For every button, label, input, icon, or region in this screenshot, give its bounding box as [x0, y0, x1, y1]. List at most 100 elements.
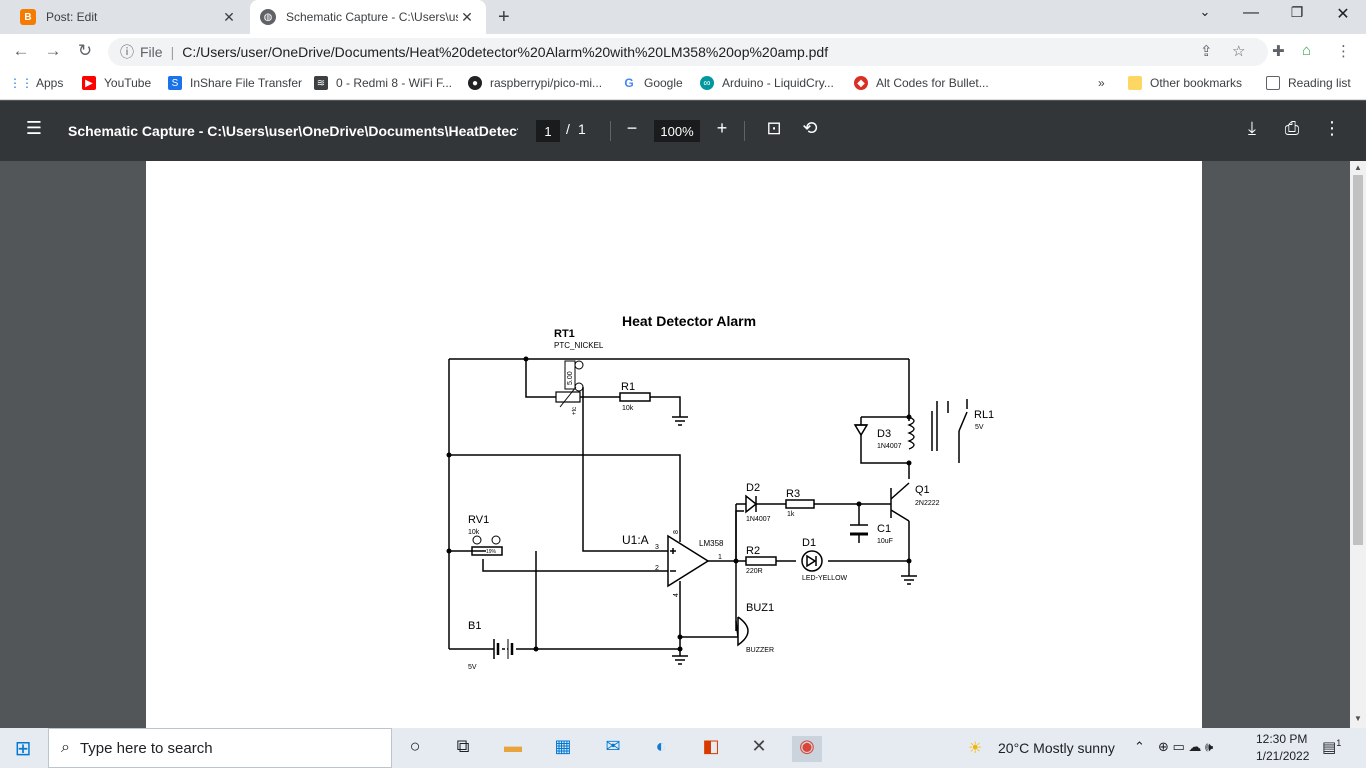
- pdf-toolbar: ☰ Schematic Capture - C:\Users\user\OneD…: [0, 101, 1366, 161]
- app-icon[interactable]: ✕: [751, 736, 767, 756]
- download-icon[interactable]: ⤓: [1248, 118, 1256, 138]
- bookmark-alt-codes[interactable]: ◆ Alt Codes for Bullet...: [854, 76, 989, 90]
- d1-value: LED-YELLOW: [802, 575, 848, 582]
- github-icon: ●: [468, 76, 482, 90]
- pdf-title: Schematic Capture - C:\Users\user\OneDri…: [68, 123, 518, 139]
- bookmark-label: Arduino - LiquidCry...: [722, 76, 834, 90]
- tab-search-icon[interactable]: ⌄: [1199, 4, 1211, 19]
- share-icon[interactable]: ⇪: [1200, 43, 1213, 60]
- close-tab-icon[interactable]: ✕: [461, 8, 473, 25]
- b1-value: 5V: [468, 664, 477, 671]
- bookmark-github-pico[interactable]: ● raspberrypi/pico-mi...: [468, 76, 602, 90]
- zoom-out-icon[interactable]: −: [626, 118, 638, 138]
- pdf-viewer: Heat Detector Alarm: [0, 161, 1350, 728]
- taskbar-search[interactable]: ⌕ Type here to search: [48, 728, 392, 768]
- opamp-u1a: U1:A LM358 8 3 2 1 4: [622, 530, 724, 597]
- task-view-icon[interactable]: ⧉: [456, 736, 470, 756]
- wifi-extension-icon[interactable]: ⌂: [1302, 42, 1312, 59]
- bookmark-label: YouTube: [104, 76, 152, 90]
- back-button[interactable]: ←: [12, 41, 30, 60]
- pin-2: 2: [655, 565, 659, 572]
- chrome-icon[interactable]: ◉: [792, 736, 822, 762]
- pin-1: 1: [718, 554, 722, 561]
- r3-value: 1k: [787, 511, 795, 518]
- taskbar: ⊞ ⌕ Type here to search ○ ⧉ ▬ ▦ ✉ ◐ ◧ ✕ …: [0, 728, 1366, 768]
- blogger-icon: B: [20, 9, 36, 25]
- mail-icon[interactable]: ✉: [605, 736, 621, 756]
- bookmark-other[interactable]: Other bookmarks: [1128, 76, 1242, 90]
- inshare-icon: S: [168, 76, 182, 90]
- bookmark-label: Apps: [36, 76, 64, 90]
- tray-chevron-icon[interactable]: ⌃: [1134, 739, 1145, 754]
- info-icon[interactable]: ⓘ: [120, 44, 134, 60]
- scrollbar-thumb[interactable]: [1353, 175, 1363, 545]
- bookmark-google[interactable]: G Google: [622, 76, 683, 90]
- thermistor-rt1: RT1 PTC_NICKEL 5.00 +tc: [554, 328, 604, 415]
- office-icon[interactable]: ◧: [702, 736, 720, 756]
- pdf-page: Heat Detector Alarm: [146, 161, 1202, 728]
- tab-schematic-capture[interactable]: ◍ Schematic Capture - C:\Users\user ✕: [250, 0, 486, 34]
- b1-label: B1: [468, 620, 481, 632]
- relay-rl1: RL1 5V: [907, 399, 994, 463]
- tray-icons[interactable]: ⊕ ▭ ☁ 🕪: [1158, 739, 1214, 754]
- file-explorer-icon[interactable]: ▬: [504, 736, 522, 756]
- bookmark-inshare[interactable]: S InShare File Transfer: [168, 76, 302, 90]
- clock-time[interactable]: 12:30 PM: [1256, 732, 1308, 746]
- bookmark-youtube[interactable]: ▶ YouTube: [82, 76, 151, 90]
- bookmark-label: Google: [644, 76, 683, 90]
- reading-list-button[interactable]: Reading list: [1266, 76, 1351, 90]
- microsoft-store-icon[interactable]: ▦: [554, 736, 572, 756]
- close-tab-icon[interactable]: ✕: [223, 8, 235, 25]
- scroll-down-arrow[interactable]: ▼: [1354, 714, 1362, 723]
- minimize-button[interactable]: —: [1243, 4, 1259, 21]
- edge-icon[interactable]: ◐: [655, 736, 667, 756]
- close-window-button[interactable]: ✕: [1336, 6, 1350, 23]
- reading-list-icon: [1266, 76, 1280, 90]
- more-bookmarks-button[interactable]: »: [1098, 76, 1105, 90]
- r2-value: 220R: [746, 568, 763, 575]
- menu-icon[interactable]: ⋮: [1336, 43, 1351, 60]
- c1-label: C1: [877, 523, 891, 535]
- fit-to-page-icon[interactable]: ⊡: [766, 118, 782, 138]
- d3-label: D3: [877, 428, 891, 440]
- clock-date[interactable]: 1/21/2022: [1256, 749, 1310, 763]
- scrollbar[interactable]: ▲ ▼: [1350, 161, 1366, 728]
- zoom-in-icon[interactable]: +: [716, 118, 728, 138]
- print-icon[interactable]: ⎙: [1284, 118, 1300, 138]
- more-chevron-icon: »: [1098, 76, 1105, 90]
- bookmark-arduino[interactable]: ∞ Arduino - LiquidCry...: [700, 76, 834, 90]
- tab-post-edit[interactable]: B Post: Edit ✕: [10, 0, 248, 34]
- rotate-icon[interactable]: ⟲: [802, 118, 818, 138]
- bookmark-label: Reading list: [1288, 76, 1351, 90]
- wifi-icon: ≋: [314, 76, 328, 90]
- buz1-value: BUZZER: [746, 647, 774, 654]
- extensions-icon[interactable]: ✚: [1272, 43, 1285, 60]
- scroll-up-arrow[interactable]: ▲: [1354, 163, 1362, 172]
- bookmark-star-icon[interactable]: ☆: [1232, 43, 1246, 60]
- resistor-r1: R1 10k: [619, 381, 688, 426]
- weather-icon[interactable]: ☀: [968, 740, 983, 757]
- pin-8: 8: [673, 530, 680, 534]
- weather-text[interactable]: 20°C Mostly sunny: [998, 740, 1115, 756]
- bookmark-redmi-wifi[interactable]: ≋ 0 - Redmi 8 - WiFi F...: [314, 76, 452, 90]
- rt1-value: PTC_NICKEL: [554, 341, 604, 350]
- address-bar[interactable]: ⓘ File | C:/Users/user/OneDrive/Document…: [108, 38, 1268, 66]
- new-tab-button[interactable]: +: [498, 6, 510, 28]
- windows-start-icon[interactable]: ⊞: [14, 738, 32, 760]
- reload-button[interactable]: ↻: [77, 41, 93, 60]
- url-text[interactable]: C:/Users/user/OneDrive/Documents/Heat%20…: [182, 44, 829, 60]
- page-number-input[interactable]: 1: [536, 120, 560, 142]
- bookmark-apps[interactable]: ⋮⋮ Apps: [9, 76, 64, 90]
- more-actions-icon[interactable]: ⋮: [1323, 118, 1341, 138]
- cortana-icon[interactable]: ○: [409, 736, 421, 756]
- diode-d2: D2 1N4007: [735, 482, 771, 561]
- rl1-value: 5V: [975, 424, 984, 431]
- google-icon: G: [624, 76, 634, 90]
- notifications-icon[interactable]: ▤1: [1322, 738, 1342, 756]
- forward-button[interactable]: →: [44, 41, 62, 60]
- divider: [610, 121, 611, 141]
- hamburger-menu-icon[interactable]: ☰: [25, 118, 43, 138]
- zoom-input[interactable]: 100%: [654, 120, 700, 142]
- restore-button[interactable]: ❐: [1290, 4, 1304, 20]
- page-separator: /: [566, 121, 570, 137]
